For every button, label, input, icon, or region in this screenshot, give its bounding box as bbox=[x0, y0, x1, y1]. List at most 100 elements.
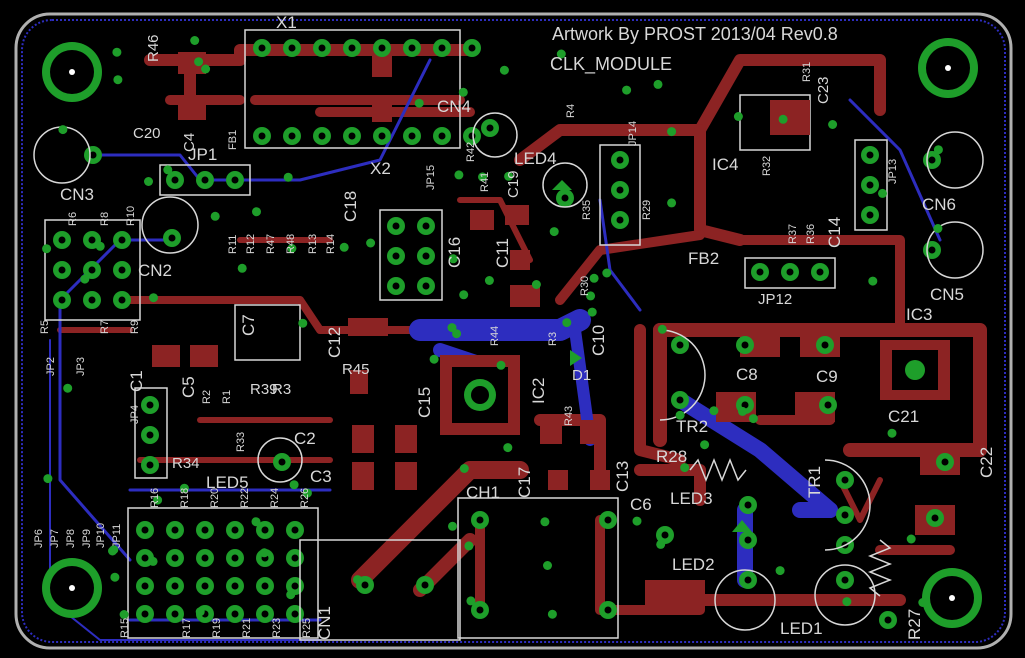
via bbox=[144, 177, 153, 186]
via bbox=[589, 273, 599, 283]
label-ic4: IC4 bbox=[712, 155, 739, 174]
pad-drill bbox=[476, 516, 484, 524]
via bbox=[700, 440, 710, 450]
label-led2: LED2 bbox=[672, 555, 715, 574]
label-r16: R16 bbox=[149, 487, 161, 508]
label-r3b: R3 bbox=[547, 331, 559, 346]
pad-drill bbox=[866, 151, 874, 159]
label-r15: R15 bbox=[119, 617, 131, 638]
label-r10: R10 bbox=[125, 205, 137, 226]
label-r21: R21 bbox=[241, 617, 253, 638]
label-r24: R24 bbox=[269, 487, 281, 508]
pad-drill bbox=[821, 341, 829, 349]
label-c1: C1 bbox=[127, 370, 146, 392]
pad-drill bbox=[408, 44, 416, 52]
via bbox=[906, 534, 916, 544]
via bbox=[504, 171, 514, 181]
pad-drill bbox=[146, 401, 154, 409]
pad-drill bbox=[824, 401, 832, 409]
via bbox=[42, 244, 52, 254]
pad-drill bbox=[118, 236, 126, 244]
via bbox=[153, 495, 163, 505]
label-r18: R18 bbox=[179, 487, 191, 508]
label-fb2: FB2 bbox=[688, 249, 720, 268]
via bbox=[414, 98, 424, 108]
label-jp7: JP7 bbox=[49, 529, 61, 548]
via bbox=[163, 165, 173, 175]
label-c2: C2 bbox=[294, 429, 316, 448]
label-r8: R8 bbox=[99, 211, 111, 226]
label-r7: R7 bbox=[99, 319, 111, 334]
via bbox=[119, 610, 129, 619]
via bbox=[454, 170, 464, 180]
pad-drill bbox=[884, 616, 892, 624]
via bbox=[680, 463, 690, 473]
pad-drill bbox=[318, 132, 326, 140]
via bbox=[547, 609, 557, 619]
label-cn5: CN5 bbox=[930, 285, 965, 304]
board-outline bbox=[14, 12, 1013, 650]
via bbox=[918, 598, 928, 607]
pad-drill bbox=[422, 252, 430, 260]
label-cn2: CN2 bbox=[138, 261, 173, 280]
label-r1: R1 bbox=[221, 389, 233, 404]
via bbox=[459, 290, 469, 300]
pad-drill bbox=[171, 176, 179, 184]
via bbox=[549, 227, 559, 237]
label-r48: R48 bbox=[285, 233, 297, 254]
via bbox=[484, 276, 494, 285]
pad-drill bbox=[561, 194, 569, 202]
label-c17: C17 bbox=[515, 466, 534, 498]
via bbox=[656, 539, 666, 549]
via bbox=[738, 406, 747, 416]
via bbox=[675, 410, 685, 420]
via bbox=[602, 268, 612, 278]
label-cn1: CN1 bbox=[315, 605, 334, 640]
pad-drill bbox=[58, 266, 66, 274]
via bbox=[458, 87, 468, 97]
via bbox=[80, 274, 90, 284]
label-r37: R37 bbox=[787, 223, 799, 244]
pad-drill bbox=[928, 246, 936, 254]
pad-drill bbox=[58, 236, 66, 244]
label-x1: X1 bbox=[276, 13, 297, 32]
label-r4: R4 bbox=[565, 103, 577, 118]
pad-drill bbox=[676, 396, 684, 404]
via bbox=[459, 464, 469, 473]
via bbox=[887, 428, 897, 438]
pad-drill bbox=[378, 132, 386, 140]
via bbox=[452, 329, 462, 339]
label-r32: R32 bbox=[761, 155, 773, 176]
label-r34: R34 bbox=[172, 455, 200, 472]
pad-drill bbox=[422, 282, 430, 290]
label-ch1: CH1 bbox=[466, 483, 501, 502]
label-c13: C13 bbox=[613, 460, 632, 492]
via bbox=[748, 414, 758, 424]
via bbox=[289, 480, 299, 490]
pad-drill bbox=[261, 582, 269, 590]
label-jp6: JP6 bbox=[33, 529, 45, 548]
pad-drill bbox=[171, 582, 179, 590]
pad-drill bbox=[786, 268, 794, 276]
label-tr2: TR2 bbox=[676, 417, 709, 436]
via bbox=[113, 75, 123, 85]
pad-drill bbox=[486, 124, 494, 132]
label-jp2: JP2 bbox=[45, 357, 57, 376]
pad-drill bbox=[604, 516, 612, 524]
via bbox=[110, 572, 120, 582]
label-c21: C21 bbox=[888, 407, 920, 426]
via bbox=[466, 596, 476, 606]
label-r22: R22 bbox=[239, 487, 251, 508]
label-r17: R17 bbox=[181, 617, 193, 638]
label-jp1: JP1 bbox=[188, 145, 218, 164]
pad-drill bbox=[941, 458, 949, 466]
via bbox=[283, 172, 293, 182]
label-c7: C7 bbox=[239, 314, 258, 336]
label-r13: R13 bbox=[307, 233, 319, 254]
label-r5: R5 bbox=[39, 319, 51, 334]
pad-drill bbox=[118, 266, 126, 274]
pad-drill bbox=[392, 252, 400, 260]
via bbox=[149, 293, 158, 303]
label-r39: R39 bbox=[250, 381, 278, 398]
